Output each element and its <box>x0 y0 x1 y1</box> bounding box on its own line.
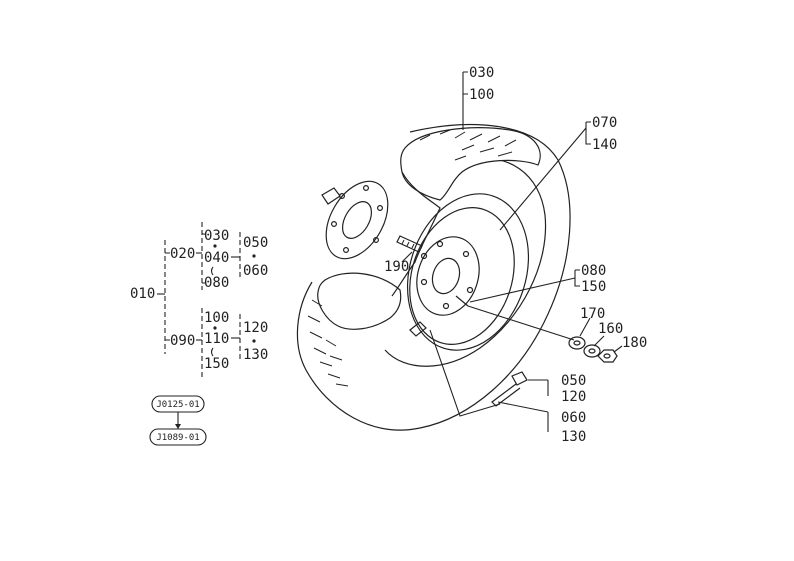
hex-nut-hole <box>603 353 611 359</box>
leader-060-130 <box>497 401 549 432</box>
label-040: 040 <box>204 250 229 266</box>
leader-stud-axis <box>467 305 575 341</box>
callout-170: 170 <box>580 306 605 322</box>
tree-tilde <box>210 266 214 276</box>
rim-valve <box>409 321 427 337</box>
label-050-index: 050 <box>243 235 268 251</box>
leader-valve-to-rim <box>429 329 501 417</box>
hub-flange <box>321 180 389 260</box>
rim-valve-stem <box>455 295 469 307</box>
label-060-index: 060 <box>243 263 268 279</box>
callout-150: 150 <box>581 279 606 295</box>
callout-080: 080 <box>581 263 606 279</box>
ref-arrow-icon <box>175 424 181 429</box>
ref-code-bottom: J1089-01 <box>156 433 199 443</box>
stud-thread <box>401 239 415 249</box>
hub-bolt-hole <box>339 193 346 200</box>
callout-030: 030 <box>469 65 494 81</box>
hex-nut <box>597 349 618 363</box>
callout-120: 120 <box>561 389 586 405</box>
tire-inner-sidewall <box>384 157 547 367</box>
ref-code-top: J0125-01 <box>156 400 199 410</box>
tree-line <box>165 252 170 341</box>
dot-marker <box>213 244 217 248</box>
lock-washer <box>583 344 601 358</box>
rim-bolt-hole <box>462 250 470 258</box>
label-100-index: 100 <box>204 310 229 326</box>
leader-170 <box>579 317 591 337</box>
label-150-index: 150 <box>204 356 229 372</box>
tree-line <box>202 233 205 284</box>
label-030-index: 030 <box>204 228 229 244</box>
rim-flange <box>409 207 515 345</box>
callout-140: 140 <box>592 137 617 153</box>
tire-upper-section <box>400 127 541 201</box>
reference-codes: J0125-01 J1089-01 <box>149 395 207 446</box>
ref-box-bottom <box>149 428 207 446</box>
hub-bolt-hole <box>363 185 370 192</box>
rim-bolt-hole <box>442 302 450 310</box>
label-090: 090 <box>170 333 195 349</box>
leader-bracket-030-100 <box>462 71 468 95</box>
tree-tilde <box>210 347 214 357</box>
callout-190: 190 <box>384 259 409 275</box>
rim-bolt-hole <box>466 286 474 294</box>
lock-washer-hole <box>588 348 596 354</box>
dot-marker <box>213 326 217 330</box>
hub-bolt-hole <box>377 205 384 212</box>
callout-180: 180 <box>622 335 647 351</box>
stud-bolt <box>396 235 423 253</box>
tire-lower-section <box>317 272 402 330</box>
callout-130: 130 <box>561 429 586 445</box>
washer-hole <box>573 340 581 346</box>
wheel-assembly <box>296 124 571 431</box>
label-130-index: 130 <box>243 347 268 363</box>
callout-labels: 030 100 070 140 080 150 190 170 160 180 … <box>384 65 647 445</box>
rim-bolt-hole <box>420 278 428 286</box>
hub-center <box>341 201 373 239</box>
air-valve-cap <box>511 371 528 386</box>
index-tree: 010 020 030 040 080 050 060 090 100 110 … <box>130 222 268 378</box>
inner-tube <box>391 171 441 297</box>
leader-190 <box>401 251 413 263</box>
rim-center-disc <box>416 236 480 316</box>
air-valve-body <box>491 383 521 407</box>
callout-070: 070 <box>592 115 617 131</box>
callout-050: 050 <box>561 373 586 389</box>
leader-080-150 <box>469 277 576 303</box>
rim-bolt-hole <box>436 240 444 248</box>
leader-180 <box>613 345 623 353</box>
callout-100: 100 <box>469 87 494 103</box>
tire-tread-lower <box>307 299 349 387</box>
callout-leaders <box>401 71 623 432</box>
tire-outline <box>296 124 571 431</box>
tire-tread-upper <box>419 129 517 161</box>
dot-marker <box>252 339 256 343</box>
callout-160: 160 <box>598 321 623 337</box>
leader-bracket-070-140 <box>585 121 591 145</box>
label-110: 110 <box>204 331 229 347</box>
label-120-index: 120 <box>243 320 268 336</box>
leader-070-140 <box>499 127 587 231</box>
leader-bracket-080-150 <box>574 269 580 287</box>
label-080-index: 080 <box>204 275 229 291</box>
hub-bolt-hole <box>331 221 338 228</box>
label-010: 010 <box>130 286 155 302</box>
leader-160 <box>593 335 605 347</box>
hub-bolt-hole <box>373 237 380 244</box>
callout-060: 060 <box>561 410 586 426</box>
hub-bolt-hole <box>343 247 350 254</box>
hub-plate <box>325 180 389 260</box>
rim-center-hole <box>431 257 461 295</box>
dot-marker <box>252 254 256 258</box>
label-020: 020 <box>170 246 195 262</box>
leader-050-120 <box>528 379 549 396</box>
rim-bolt-hole <box>420 252 428 260</box>
